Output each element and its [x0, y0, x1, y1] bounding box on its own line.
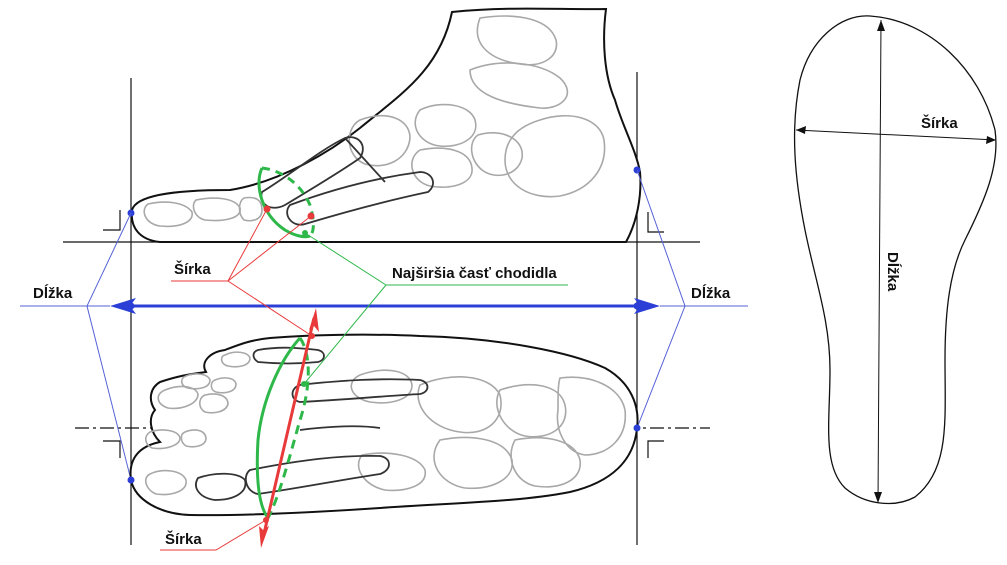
- foot-side-view: [127, 7, 642, 243]
- foot-top-bones: [144, 351, 626, 496]
- insole-width-arrow: [795, 129, 997, 141]
- insole-length-label: Dĺžka: [884, 252, 902, 292]
- widest-ellipse-side-solid: [257, 167, 311, 239]
- insole-width-arrowhead-left: [796, 126, 806, 134]
- corner-mark-bottom-left: [103, 440, 121, 458]
- insole-length-arrow: [877, 19, 882, 504]
- insole-length-arrowhead-bottom: [874, 492, 882, 503]
- width-label-bottom: Šírka: [165, 530, 202, 548]
- foot-side-outline: [130, 7, 642, 243]
- insole-width-label: Šírka: [921, 114, 958, 132]
- length-leaders: [86, 169, 686, 481]
- length-dot-right: [633, 302, 641, 310]
- width-arrow-line: [261, 317, 316, 539]
- length-arrowhead-left: [110, 298, 136, 314]
- insole-diagram: Šírka Dĺžka: [793, 15, 997, 505]
- widest-ellipse-top-dashed: [266, 337, 310, 519]
- corner-mark-top-left: [103, 210, 121, 231]
- width-leaders: [160, 208, 313, 551]
- top-toe-dot: [127, 476, 135, 484]
- widest-ellipse-top-solid: [255, 336, 302, 519]
- corner-mark-top-right: [647, 212, 664, 233]
- length-label-right: Dĺžka: [691, 284, 731, 302]
- length-arrowhead-right: [634, 298, 660, 314]
- width-arrowhead-top: [309, 308, 319, 332]
- widest-part-leaders: [303, 232, 568, 385]
- widest-ellipse-side-dashed: [261, 166, 315, 238]
- insole-width-arrowhead-right: [986, 136, 996, 144]
- length-label-left: Dĺžka: [33, 284, 73, 302]
- insole-length-arrowhead-top: [877, 20, 885, 31]
- corner-mark-bottom-right: [647, 440, 664, 458]
- length-dot-left: [127, 302, 135, 310]
- length-measurement: Dĺžka Dĺžka: [20, 169, 748, 481]
- foot-top-view: [127, 333, 641, 517]
- widest-part-label: Najširšia časť chodidla: [392, 265, 557, 282]
- top-heel-dot: [633, 424, 641, 432]
- width-measurement: Šírka Šírka: [160, 208, 319, 551]
- width-label-top: Šírka: [174, 260, 211, 278]
- width-arrowhead-bottom: [259, 526, 269, 548]
